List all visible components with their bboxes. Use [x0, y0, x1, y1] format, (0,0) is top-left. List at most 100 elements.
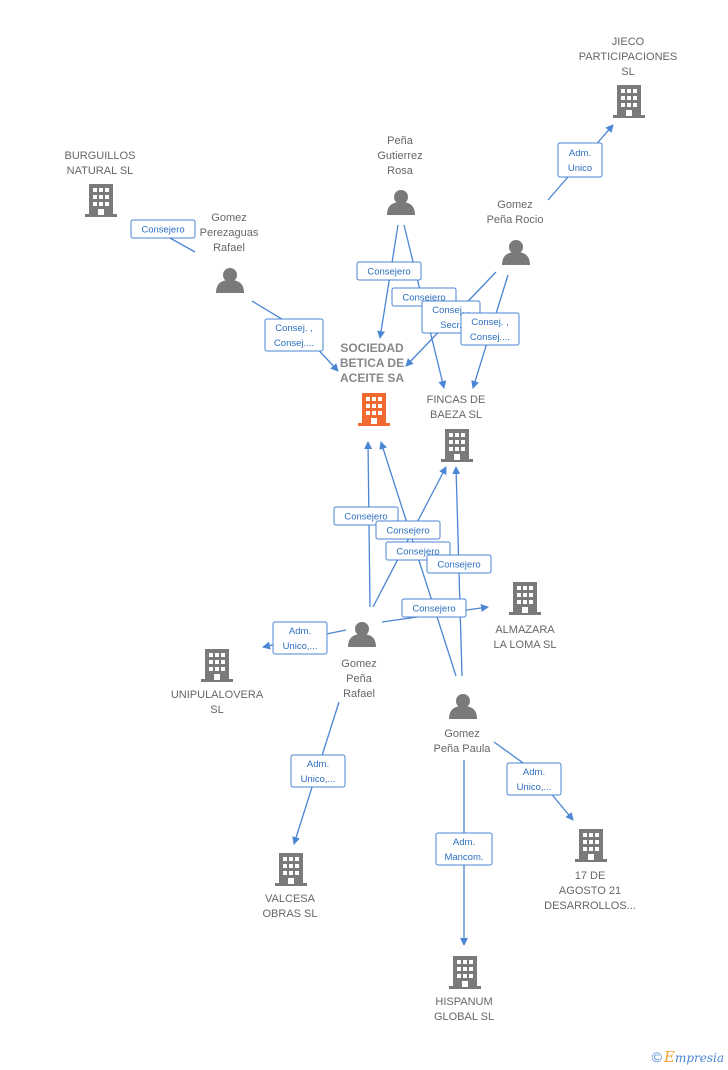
edge-label-text: Consej. , [432, 305, 470, 316]
edge-label-gomez_rafael-to-unipula[interactable]: Adm. Unico,... [272, 621, 328, 655]
node-label: Gomez [211, 212, 246, 224]
node-label: ALMAZARA [495, 624, 555, 636]
person-icon [449, 694, 477, 719]
person-icon [348, 622, 376, 647]
node-label: PARTICIPACIONES [579, 51, 677, 63]
node-label: JIECO [612, 36, 645, 48]
node-almazara[interactable]: ALMAZARA LA LOMA SL [494, 582, 557, 651]
building-icon [441, 429, 473, 462]
edge-label-text: Adm. [289, 626, 311, 637]
building-icon [358, 393, 390, 426]
node-label: VALCESA [265, 893, 316, 905]
node-label: BURGUILLOS [65, 150, 136, 162]
node-fincas[interactable]: FINCAS DE BAEZA SL [427, 394, 486, 462]
edge-label-pena_rosa-to-sociedad[interactable]: Consejero [356, 261, 422, 281]
node-label: Gutierrez [377, 150, 422, 162]
edge-label-text: Consejero [344, 512, 387, 523]
person-icon [502, 240, 530, 265]
node-label: Peña [346, 673, 373, 685]
node-label: HISPANUM [435, 996, 492, 1008]
node-label: Rafael [213, 242, 245, 254]
node-label: Perezaguas [200, 227, 259, 239]
node-label: Rafael [343, 688, 375, 700]
node-label: AGOSTO 21 [559, 885, 621, 897]
node-label: Gomez [341, 658, 376, 670]
edge-label-text: Consejero [402, 293, 445, 304]
node-label: GLOBAL SL [434, 1011, 494, 1023]
edge-label-text: Consej.... [470, 332, 510, 343]
edge-label-text: Consej. , [471, 317, 509, 328]
building-icon [449, 956, 481, 989]
edge-label-gomez_paula-to-fincas[interactable]: Consejero [426, 554, 492, 574]
node-label: Gomez [444, 728, 479, 740]
node-unipula[interactable]: UNIPULALOVERA SL [171, 649, 264, 716]
node-label: Gomez [497, 199, 532, 211]
building-icon [275, 853, 307, 886]
edge-label-gomez_paula-to-hispanum[interactable]: Adm. Mancom. [435, 832, 493, 866]
edge-label-text: Consejero [396, 547, 439, 558]
building-icon [575, 829, 607, 862]
edge-label-text: Consejero [412, 604, 455, 615]
person-icon [387, 190, 415, 215]
node-label: OBRAS SL [262, 908, 317, 920]
node-label: DESARROLLOS... [544, 900, 636, 912]
node-label: NATURAL SL [67, 165, 134, 177]
building-icon [201, 649, 233, 682]
edge-label-gomez_rocio-to-fincas[interactable]: Consej. , Consej.... [460, 312, 520, 346]
edge-pena_rosa-to-sociedad [377, 224, 399, 339]
building-icon [85, 184, 117, 217]
node-label: BAEZA SL [430, 409, 482, 421]
edge-label-text: Consejero [367, 267, 410, 278]
edge-label-text: Adm. [453, 837, 475, 848]
node-label: Rosa [387, 165, 414, 177]
node-label: Peña Paula [434, 743, 492, 755]
edge-label-text: Adm. [523, 767, 545, 778]
node-valcesa[interactable]: VALCESA OBRAS SL [262, 853, 318, 920]
person-icon [216, 268, 244, 293]
edge-label-gomez_rafael-to-valcesa[interactable]: Adm. Unico,... [290, 754, 346, 788]
edge-label-text: Unico,... [517, 782, 552, 793]
edge-label-gomez_rafael-to-fincas[interactable]: Consejero [375, 520, 441, 540]
node-burguillos[interactable]: BURGUILLOS NATURAL SL [65, 150, 136, 217]
edge-label-gomez_rafael_p-to-burguillos[interactable]: Consejero [130, 219, 196, 239]
building-icon [509, 582, 541, 615]
edge-label-text: Consejero [386, 526, 429, 537]
edge-label-text: Unico,... [283, 641, 318, 652]
node-label: SOCIEDAD [340, 341, 404, 355]
edge-label-text: Adm. [569, 148, 591, 159]
node-label: SL [210, 704, 223, 716]
edge-label-text: Secr. [440, 320, 462, 331]
node-label: Peña Rocio [487, 214, 544, 226]
building-icon [613, 85, 645, 118]
edge-label-gomez_rafael_p-to-sociedad[interactable]: Consej. ,Consej.... [264, 318, 324, 352]
node-label: FINCAS DE [427, 394, 486, 406]
node-label: 17 DE [575, 870, 606, 882]
node-label: LA LOMA SL [494, 639, 557, 651]
node-label: ACEITE SA [340, 371, 404, 385]
node-hispanum[interactable]: HISPANUM GLOBAL SL [434, 956, 494, 1023]
node-agosto[interactable]: 17 DE AGOSTO 21 DESARROLLOS... [544, 829, 636, 912]
node-label: SL [621, 66, 634, 78]
edge-label-gomez_paula-to-agosto[interactable]: Adm. Unico,... [506, 762, 562, 796]
brand-logo: ©Empresia [651, 1048, 724, 1066]
edge-label-text: Consej.... [274, 338, 314, 349]
edge-label-text: Adm. [307, 759, 329, 770]
copyright-icon: © [651, 1049, 662, 1065]
edge-label-gomez_rafael-to-almazara[interactable]: Consejero [401, 598, 467, 618]
node-label: UNIPULALOVERA [171, 689, 264, 701]
edge-label-gomez_rocio-to-jieco[interactable]: Adm.Unico [557, 142, 603, 178]
node-label: Peña [387, 135, 414, 147]
node-jieco[interactable]: JIECO PARTICIPACIONES SL [579, 36, 677, 118]
edge-label-text: Unico,... [301, 774, 336, 785]
node-label: BETICA DE [340, 356, 404, 370]
edge-label-text: Mancom. [444, 852, 483, 863]
